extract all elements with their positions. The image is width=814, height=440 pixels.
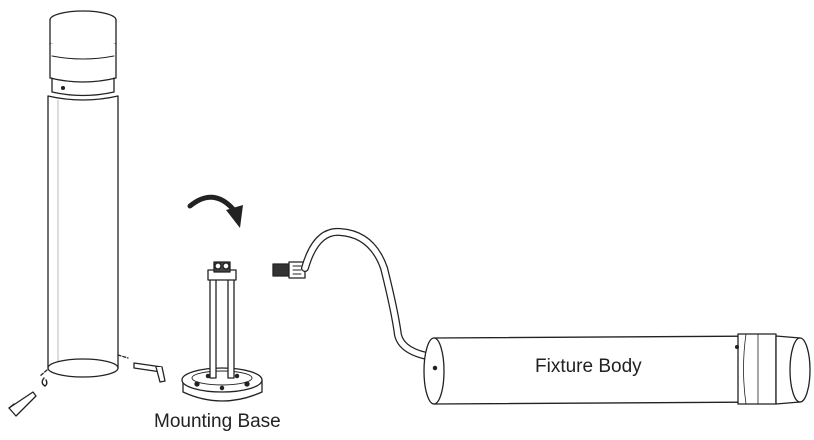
bollard-housing — [39, 10, 129, 387]
cable — [301, 227, 436, 361]
fixture-body-label: Fixture Body — [535, 356, 642, 377]
allen-key-left — [8, 391, 37, 417]
rotate-arrow-icon — [187, 194, 243, 228]
mounting-base — [181, 261, 263, 402]
wire-connector — [272, 261, 306, 279]
fixture-body — [423, 333, 811, 405]
allen-key-right — [133, 362, 166, 383]
mounting-base-label: Mounting Base — [154, 411, 281, 432]
